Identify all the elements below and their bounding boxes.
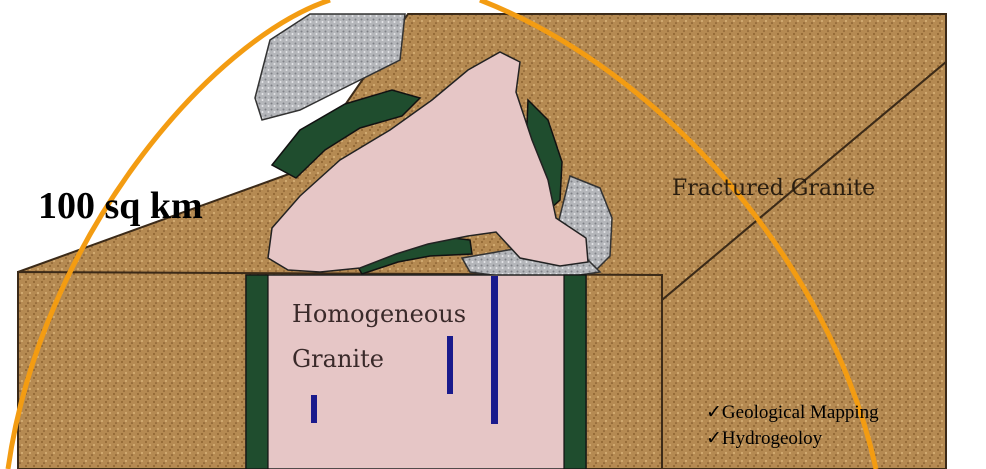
checkmark-icon: ✓ <box>706 428 722 449</box>
homogeneous-granite-label-line2: Granite <box>292 345 384 373</box>
checkmark-icon: ✓ <box>706 402 722 423</box>
homogeneous-granite-label-line1: Homogeneous <box>292 300 466 328</box>
dyke-front-left <box>246 275 268 469</box>
checklist-item-text: Hydrogeoloy <box>722 428 822 449</box>
well-medium <box>447 336 453 394</box>
checklist-item-text: Geological Mapping <box>722 402 879 423</box>
area-label: 100 sq km <box>38 184 203 228</box>
method-checklist: ✓Geological Mapping ✓Hydrogeoloy <box>706 400 879 452</box>
fractured-granite-label: Fractured Granite <box>672 176 875 201</box>
checklist-item: ✓Hydrogeoloy <box>706 426 879 452</box>
checklist-item: ✓Geological Mapping <box>706 400 879 426</box>
well-short <box>311 395 317 423</box>
well-long <box>491 276 498 424</box>
dyke-front-right <box>564 275 586 469</box>
